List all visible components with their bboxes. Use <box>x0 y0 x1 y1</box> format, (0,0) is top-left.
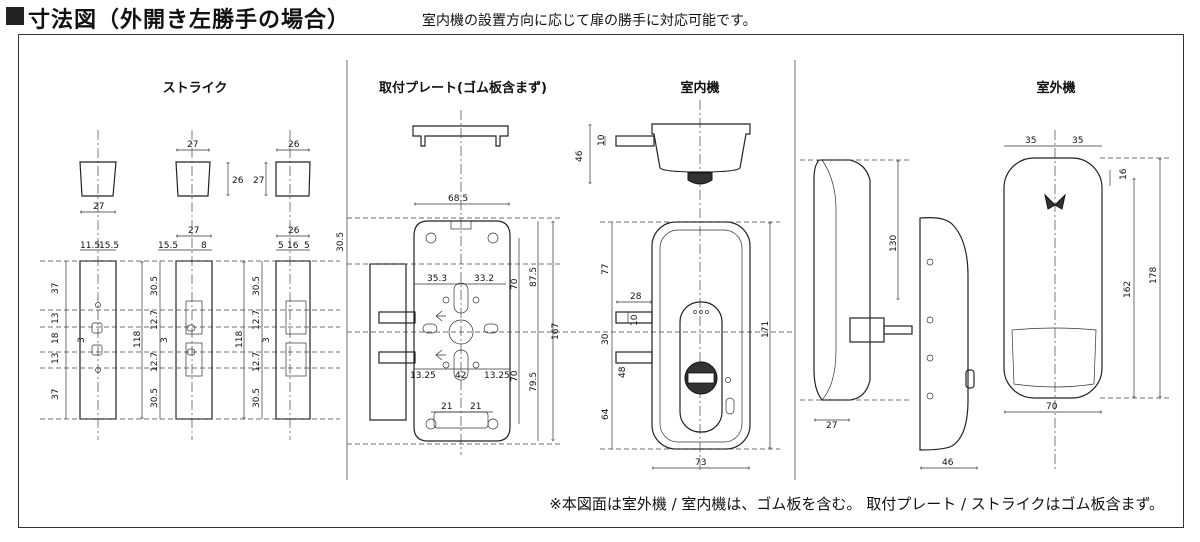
dim-text: 26 <box>288 140 300 150</box>
dim-text: 10 <box>597 134 607 146</box>
dim-text: 30.5 <box>252 276 262 296</box>
dim-text: 16 <box>287 241 299 251</box>
dim-text: 15.5 <box>158 241 178 251</box>
dim-text: 37 <box>51 389 61 400</box>
dim-text: 30.5 <box>336 232 346 252</box>
plate-side-view <box>369 263 407 421</box>
dim-text: 79.5 <box>529 372 539 392</box>
strike-front-view-3 <box>275 260 311 420</box>
dim-text: 64 <box>601 408 611 420</box>
dim-text: 21 <box>470 402 481 412</box>
strike-top-view-2 <box>175 161 211 197</box>
plate-top-view <box>412 125 509 147</box>
indoor-handle <box>679 301 723 433</box>
dim-text: 35.3 <box>427 274 447 284</box>
dim-text: 18 <box>51 332 61 344</box>
dim-text: 8 <box>201 241 207 251</box>
strike-front-view-2 <box>175 260 213 420</box>
dim-text: 12.7 <box>150 352 160 372</box>
dim-text: 26 <box>288 226 300 236</box>
dim-text: 46 <box>942 458 954 468</box>
outdoor-drawings: 130 27 46 35 35 16 162 178 70 <box>800 130 1172 470</box>
dim-text: 16 <box>1119 168 1129 180</box>
dim-text: 13 <box>51 353 61 364</box>
section-title-plate: 取付プレート(ゴム板含まず) <box>379 81 547 96</box>
indoor-top-view <box>651 123 751 173</box>
dim-text: 13 <box>51 313 61 324</box>
dim-text: 28 <box>630 292 642 302</box>
dim-text: 5 <box>304 241 310 251</box>
dim-text: 27 <box>253 176 264 186</box>
dim-text: 46 <box>575 150 585 162</box>
dim-text: 37 <box>51 283 61 294</box>
indoor-knob-top <box>687 172 713 185</box>
plate-front-view <box>413 220 511 442</box>
indoor-drawings: 46 10 77 30 64 28 10 48 171 73 <box>575 100 780 470</box>
dim-text: 48 <box>618 366 628 378</box>
dim-text: 118 <box>235 331 245 348</box>
dim-text: 21 <box>441 402 452 412</box>
outdoor-side-view-2 <box>919 217 969 451</box>
dim-text: 162 <box>1123 281 1133 298</box>
dim-text: 130 <box>889 235 899 252</box>
dim-text: 35 <box>1025 136 1036 146</box>
dim-text: 70 <box>1046 402 1058 412</box>
section-title-outdoor: 室外機 <box>1036 81 1076 96</box>
drawing-frame <box>18 34 1184 528</box>
dim-text: 167 <box>551 323 561 340</box>
dim-text: 13.25 <box>410 371 436 381</box>
dim-text: 27 <box>826 421 837 431</box>
dim-text: 35 <box>1072 136 1083 146</box>
dim-text: 12.7 <box>150 310 160 330</box>
dim-text: 178 <box>1149 267 1159 284</box>
dim-text: 30.5 <box>150 388 160 408</box>
outdoor-front-view <box>1003 157 1103 399</box>
dim-text: 12.7 <box>252 352 262 372</box>
dim-text: 27 <box>93 202 104 212</box>
section-title-indoor: 室内機 <box>680 81 720 96</box>
dim-text: 68.5 <box>448 194 468 204</box>
dim-text: 87.5 <box>529 267 539 287</box>
dim-text: 171 <box>761 321 771 338</box>
dim-text: 30.5 <box>150 276 160 296</box>
dim-text: 33.2 <box>474 274 494 284</box>
dim-text: 15.5 <box>99 241 119 251</box>
page-title: 寸法図（外開き左勝手の場合） <box>28 8 351 33</box>
dim-text: 3 <box>77 337 87 343</box>
indoor-front-view <box>651 221 751 450</box>
section-title-strike: ストライク <box>162 81 228 96</box>
dim-text: 27 <box>188 226 199 236</box>
arrow-left-icon <box>435 349 446 361</box>
dim-text: 30.5 <box>252 388 262 408</box>
dim-text: 3 <box>262 337 272 343</box>
dim-text: 30 <box>601 333 611 345</box>
header-note: 室内機の設置方向に応じて扉の勝手に対応可能です。 <box>422 13 757 29</box>
dim-text: 77 <box>601 264 611 275</box>
dim-text: 3 <box>160 337 170 343</box>
arrow-left-icon <box>435 310 446 322</box>
strike-top-view-3 <box>275 161 311 197</box>
footnote: ※本図面は室外機 / 室内機は、ゴム板を含む。 取付プレート / ストライクはゴ… <box>549 495 1164 513</box>
dim-text: 70 <box>510 278 520 290</box>
dim-text: 42 <box>455 371 466 381</box>
dim-text: 27 <box>187 140 198 150</box>
dim-text: 11.5 <box>80 241 100 251</box>
dim-text: 13.25 <box>484 371 510 381</box>
header-square-icon <box>6 7 24 25</box>
dim-text: 70 <box>510 370 520 382</box>
strike-drawings: 27 26 26 27 27 11.5 15.5 27 15.5 8 26 5 <box>40 130 340 440</box>
dim-text: 12.7 <box>252 310 262 330</box>
outdoor-side-view <box>813 159 871 401</box>
strike-top-view-1 <box>79 161 117 197</box>
dim-text: 118 <box>133 331 143 348</box>
dim-text: 5 <box>278 241 284 251</box>
brand-logo-icon <box>1044 193 1066 210</box>
plate-drawings: 68.5 30.5 35.3 33.2 13.25 42 13.25 21 21… <box>336 110 795 455</box>
dim-text: 73 <box>695 458 706 468</box>
dim-text: 10 <box>630 314 640 326</box>
dim-text: 26 <box>232 176 244 186</box>
